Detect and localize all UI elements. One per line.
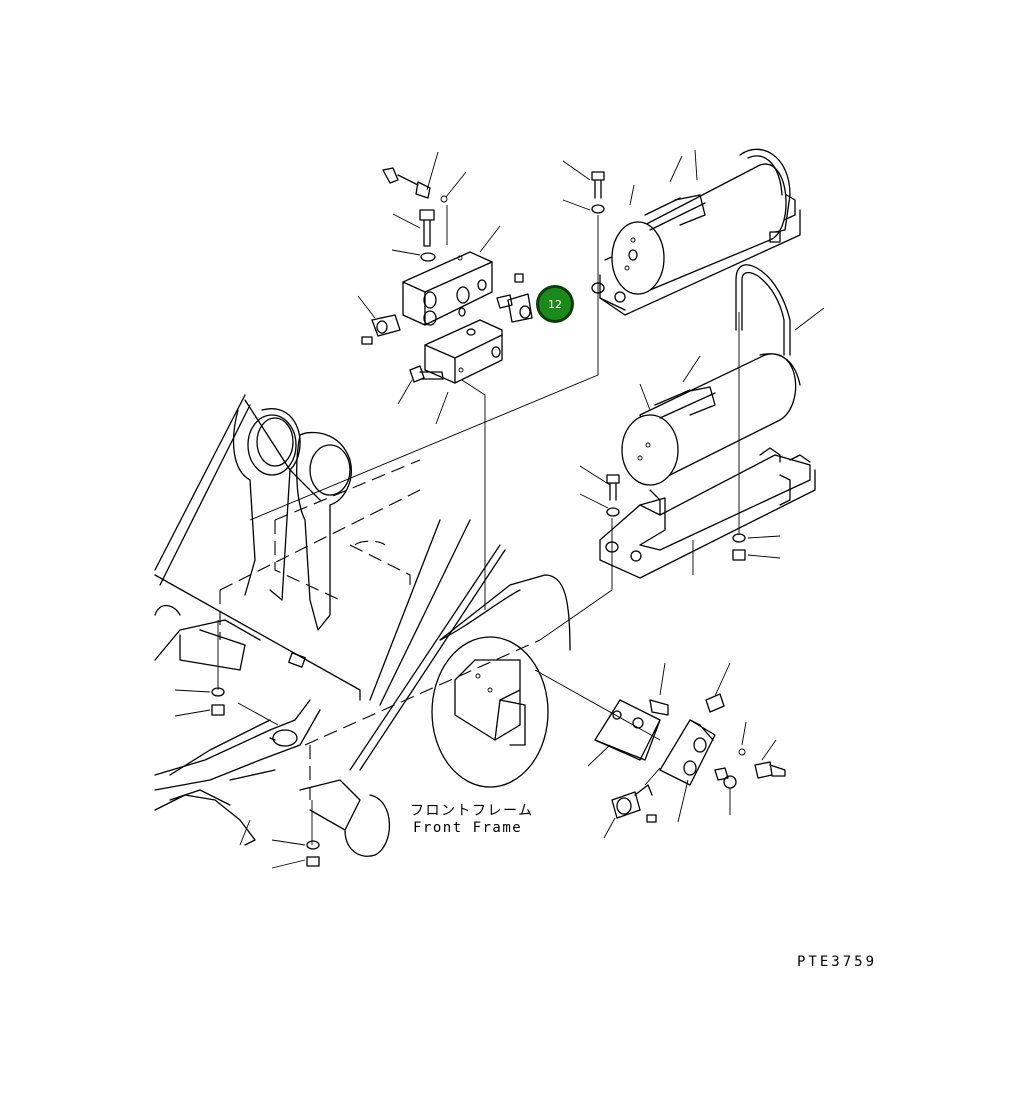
frame-label-en: Front Frame [413,820,522,836]
callout-number[interactable]: 12 [548,298,562,311]
callout-12[interactable]: 12 [536,285,574,323]
lower-valve-assembly [594,693,786,823]
front-frame [154,394,571,846]
washers-nuts [211,687,320,867]
valve-block-assembly [361,167,533,384]
hose-routing-lines [217,205,740,845]
callout-12-fill[interactable] [539,288,571,320]
leader-lines [174,149,825,869]
upper-accumulator [591,148,801,356]
dashed-mount-outline [219,459,541,800]
frame-label-jp: フロントフレーム [410,803,534,819]
figure-code: PTE3759 [797,954,877,970]
lower-accumulator [599,353,816,579]
frame-bracket [299,636,549,857]
